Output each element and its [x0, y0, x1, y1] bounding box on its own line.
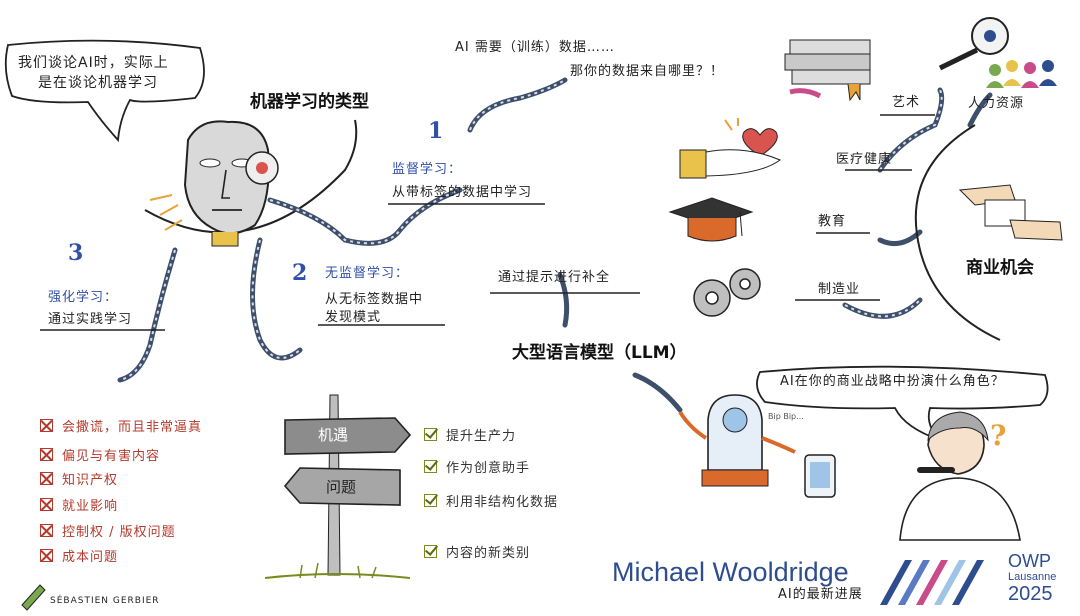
- type-number-3: 3: [68, 240, 84, 266]
- type-desc-3: 通过实践学习: [48, 312, 133, 327]
- type-title-1: 监督学习：: [392, 162, 463, 177]
- risk-5: 控制权 / 版权问题: [62, 525, 176, 540]
- speaker-illustration: ?: [899, 411, 1021, 541]
- opportunity-4: 内容的新类别: [446, 546, 531, 561]
- graduation-cap-illustration: [668, 197, 754, 242]
- event-name: OWP: [1008, 551, 1051, 571]
- opportunity-3: 利用非结构化数据: [446, 495, 559, 510]
- risk-checkbox-4: [40, 498, 53, 511]
- risk-6: 成本问题: [62, 550, 119, 565]
- type-title-2: 无监督学习：: [325, 266, 410, 281]
- risk-4: 就业影响: [62, 499, 119, 514]
- risk-2: 偏见与有害内容: [62, 449, 161, 464]
- gears-illustration: [693, 268, 761, 317]
- type-desc-2a: 从无标签数据中: [325, 292, 424, 307]
- quote-bubble: [4, 39, 205, 143]
- robot-sound: Bip Bip...: [768, 412, 804, 421]
- types-title: 机器学习的类型: [250, 92, 369, 112]
- business-title: 商业机会: [966, 258, 1034, 278]
- signpost-top-label: 机遇: [318, 426, 349, 444]
- event-logo-stripes: [880, 560, 984, 605]
- quote-line-1: 我们谈论AI时，实际上: [18, 55, 169, 71]
- risk-checkbox-5: [40, 524, 53, 537]
- industry-art: 艺术: [892, 95, 921, 110]
- business-arc: [914, 124, 1001, 341]
- opportunity-checkbox-4: [424, 545, 437, 558]
- signpost-arrow-top: [284, 417, 412, 455]
- opportunity-2: 作为创意助手: [446, 461, 531, 476]
- risk-checkbox-2: [40, 448, 53, 461]
- industry-manufacturing: 制造业: [818, 282, 861, 297]
- svg-text:?: ?: [990, 419, 1006, 452]
- types-arc: [144, 119, 358, 234]
- people-illustration: [986, 60, 1057, 88]
- opportunity-1: 提升生产力: [446, 429, 517, 444]
- pencil-icon: [21, 584, 46, 611]
- books-illustration: [784, 39, 871, 102]
- robot-head-illustration: [149, 120, 279, 247]
- phone-illustration: [804, 454, 836, 498]
- strategy-question: AI在你的商业战略中扮演什么角色？: [780, 374, 1005, 389]
- event-city: Lausanne: [1008, 571, 1057, 583]
- heart-hand-illustration: [679, 118, 781, 179]
- risk-checkbox-6: [40, 549, 53, 562]
- risk-1: 会撒谎，而且非常逼真: [62, 420, 203, 435]
- magnifier-illustration: [938, 17, 1009, 71]
- small-robot-illustration: [678, 394, 796, 487]
- strategy-bubble: [756, 365, 1049, 441]
- talk-subtitle: AI的最新进展: [778, 587, 863, 602]
- risk-checkbox-3: [40, 472, 53, 485]
- signpost-illustration: [264, 394, 412, 579]
- industry-hr: 人力资源: [968, 96, 1025, 111]
- data-question-line-2: 那你的数据来自哪里？！: [570, 64, 725, 79]
- framing-hands-illustration: [958, 184, 1063, 241]
- industry-education: 教育: [818, 214, 847, 229]
- type-desc-1: 从带标签的数据中学习: [392, 185, 533, 200]
- speaker-name: Michael Wooldridge: [612, 557, 849, 587]
- opportunity-checkbox-3: [424, 494, 437, 507]
- quote-line-2: 是在谈论机器学习: [38, 75, 158, 91]
- data-question-line-1: AI 需要（训练）数据……: [455, 40, 615, 55]
- type-number-2: 2: [292, 260, 308, 286]
- type-title-3: 强化学习：: [48, 290, 119, 305]
- opportunity-checkbox-1: [424, 428, 437, 441]
- risk-checkbox-1: [40, 419, 53, 432]
- prompt-label: 通过提示进行补全: [498, 270, 611, 285]
- signpost-arrow-bottom: [283, 467, 401, 506]
- signpost-bottom-label: 问题: [326, 478, 357, 496]
- event-year: 2025: [1008, 583, 1053, 605]
- opportunity-checkbox-2: [424, 460, 437, 473]
- type-number-1: 1: [428, 118, 444, 144]
- artist-signature: SÉBASTIEN GERBIER: [50, 596, 160, 606]
- industry-health: 医疗健康: [836, 152, 893, 167]
- llm-title: 大型语言模型（LLM）: [512, 343, 687, 363]
- risk-3: 知识产权: [62, 473, 119, 488]
- type-desc-2b: 发现模式: [325, 310, 382, 325]
